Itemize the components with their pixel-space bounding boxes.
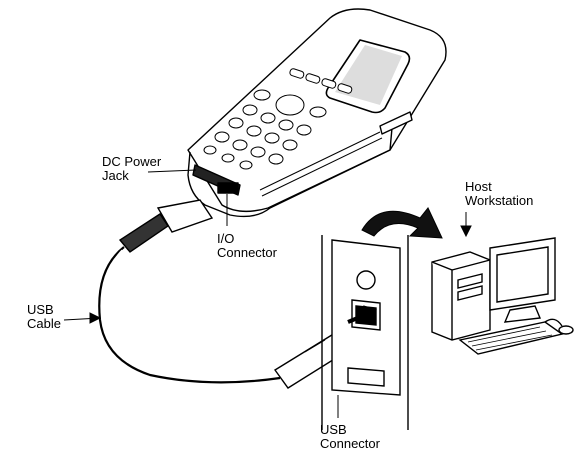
dc-power-jack-line2: Jack [102, 169, 161, 183]
usb-cable-icon [99, 200, 370, 388]
usb-cable-line2: Cable [27, 317, 61, 331]
dc-power-jack-line1: DC Power [102, 155, 161, 169]
wall-port-panel-icon [322, 235, 408, 430]
monitor-icon [490, 238, 555, 322]
usb-cable-line1: USB [27, 303, 61, 317]
host-workstation-line2: Workstation [465, 194, 533, 208]
desktop-computer-icon [432, 252, 490, 340]
host-workstation-label: Host Workstation [465, 180, 533, 208]
usb-connector-label: USB Connector [320, 423, 380, 451]
handheld-terminal-icon [188, 9, 446, 216]
curved-arrow-icon [362, 208, 442, 238]
dc-power-jack-label: DC Power Jack [102, 155, 161, 183]
io-connector-label: I/O Connector [217, 232, 277, 260]
usb-cable-label: USB Cable [27, 303, 61, 331]
host-workstation-line1: Host [465, 180, 533, 194]
io-connector-line1: I/O [217, 232, 277, 246]
usb-connector-line2: Connector [320, 437, 380, 451]
usb-connector-line1: USB [320, 423, 380, 437]
io-connector-line2: Connector [217, 246, 277, 260]
